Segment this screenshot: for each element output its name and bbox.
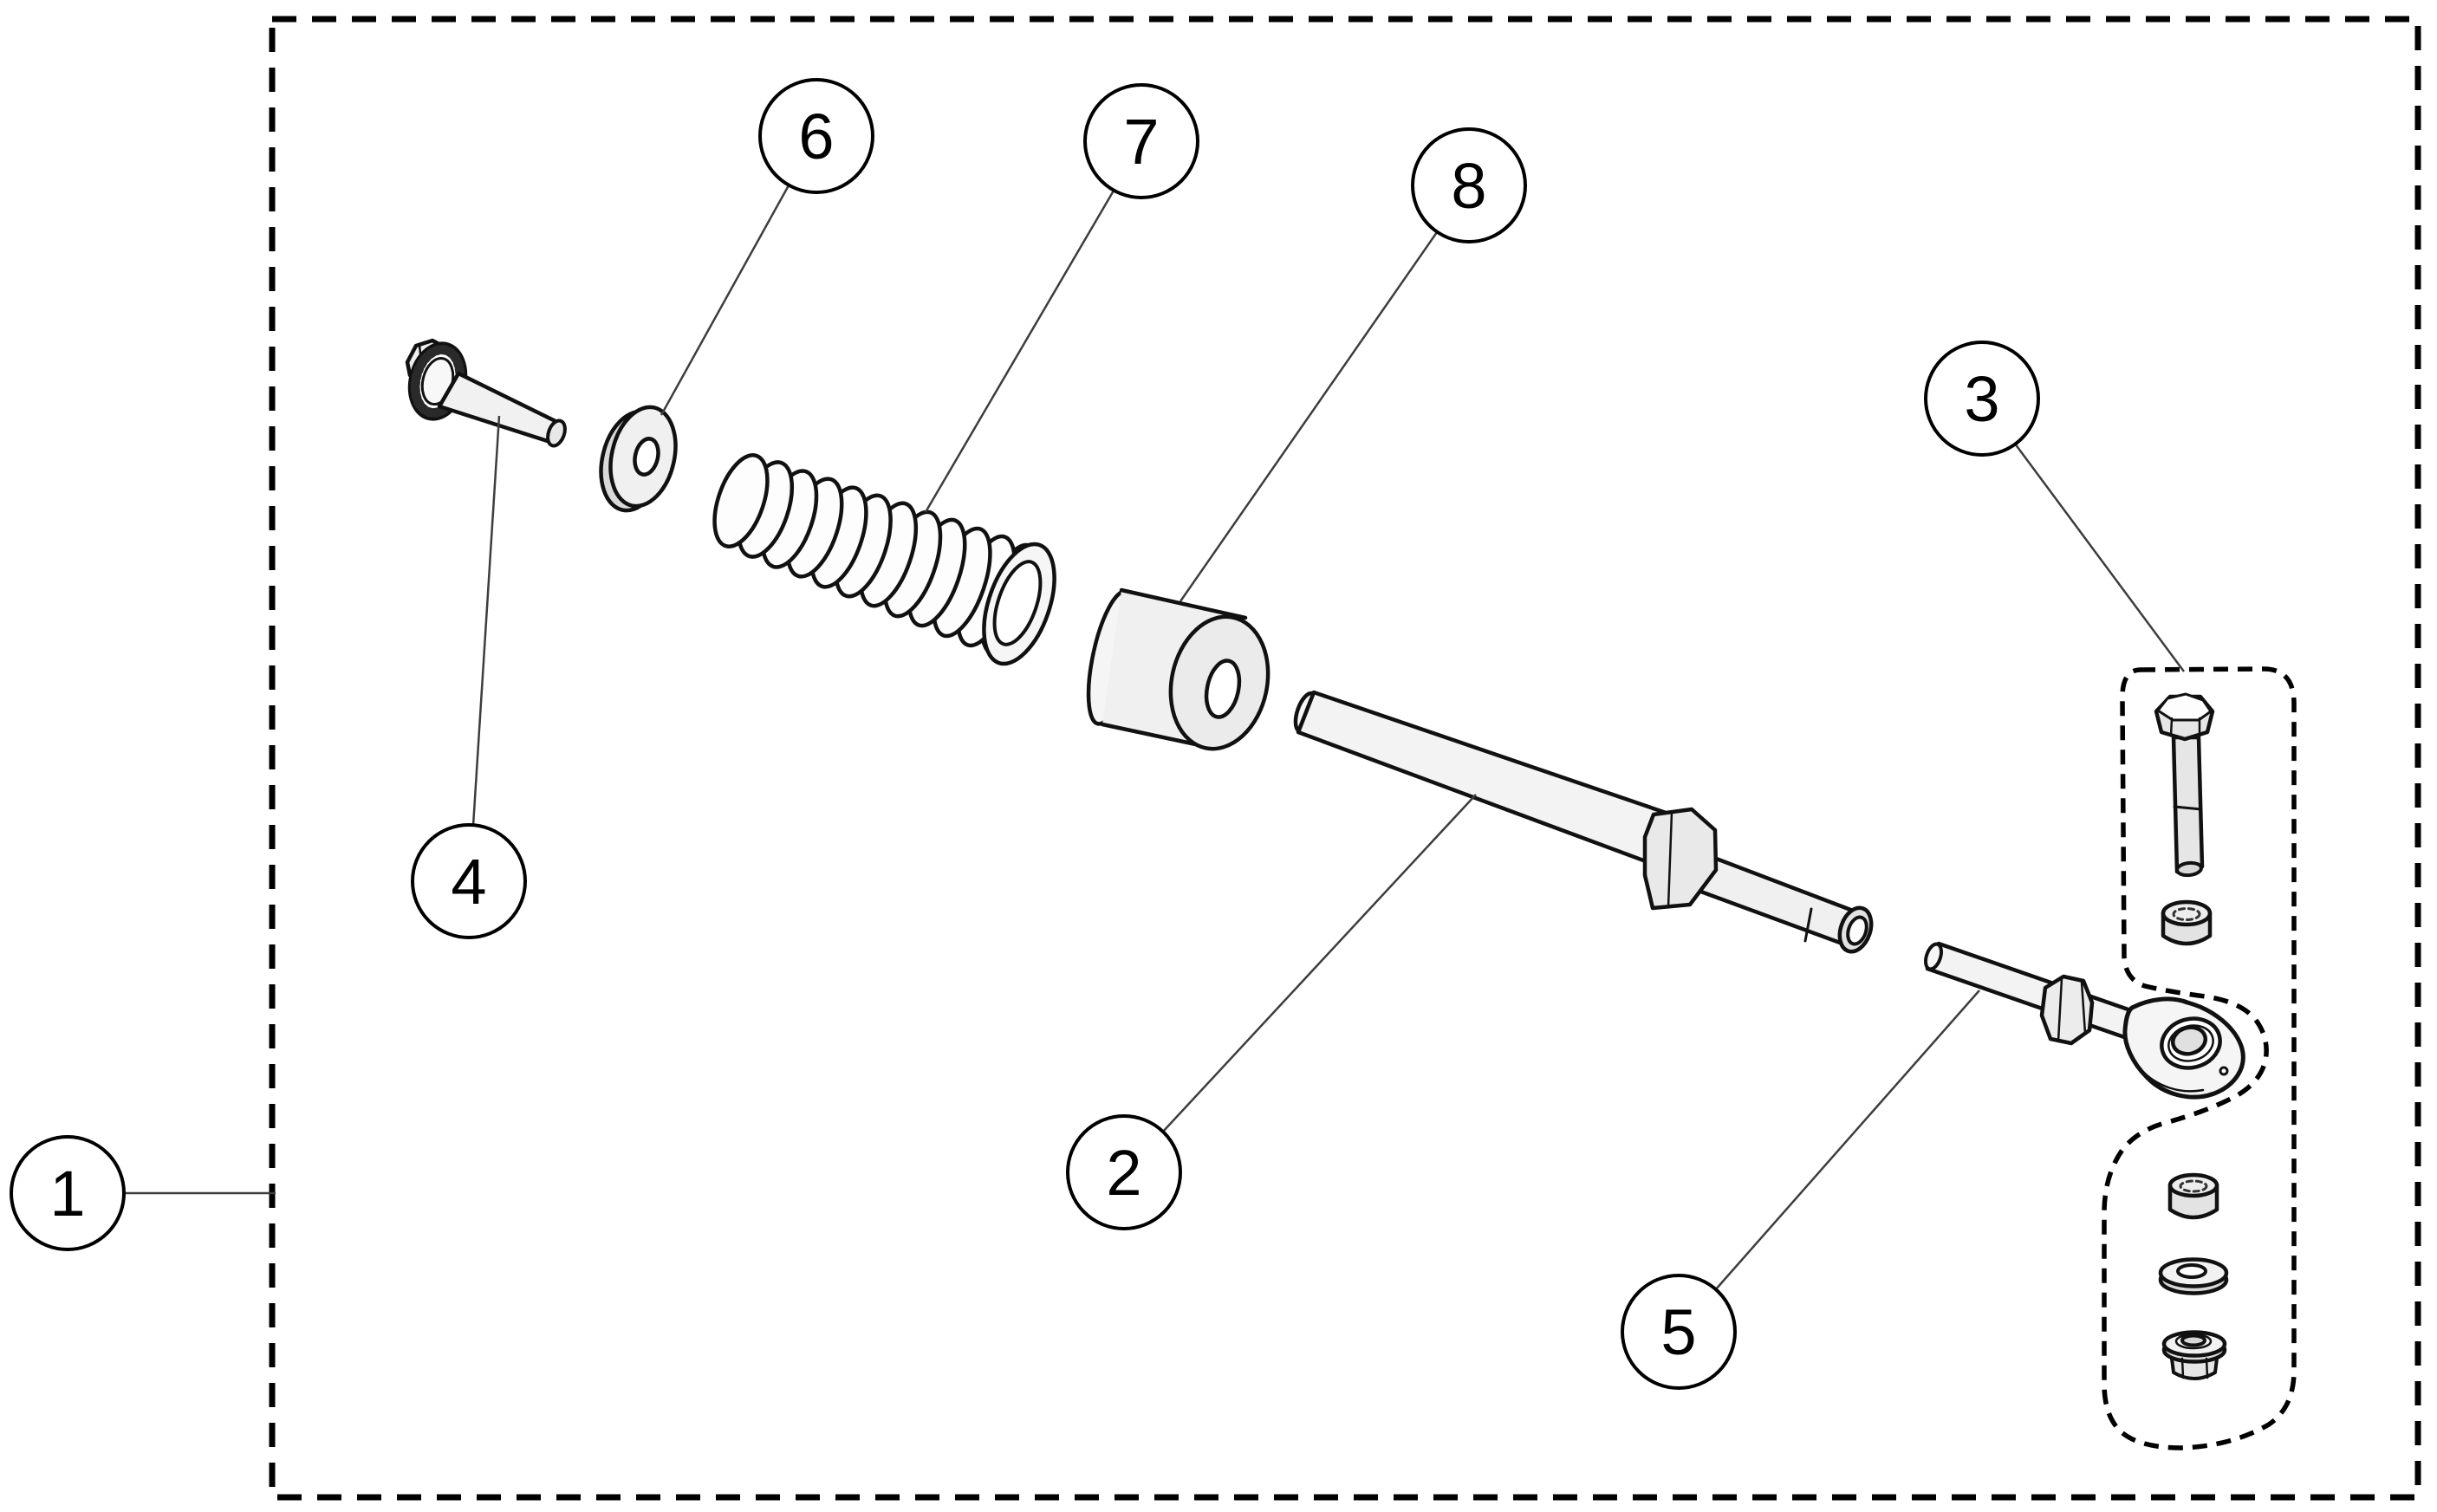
callout-6: 6 — [660, 78, 874, 416]
callout-number-2: 2 — [1106, 1137, 1141, 1209]
cone-top-edge — [1119, 587, 1248, 620]
rod-end-ball-hole — [2170, 1025, 2208, 1056]
hex-bolt-head-facet — [2169, 717, 2174, 737]
callout-number-5: 5 — [1660, 1296, 1696, 1368]
part-flat-washer — [599, 405, 678, 513]
spring-end-ring-inner — [992, 560, 1043, 646]
callout-7: 7 — [924, 83, 1199, 513]
callout-balloon-7 — [1083, 83, 1199, 199]
callout-number-6: 6 — [798, 101, 834, 172]
flange-nut-facet — [2180, 1357, 2185, 1379]
jam-nut-facet — [2057, 977, 2063, 1043]
leader-line-3 — [2013, 443, 2186, 672]
part-round-nut-upper — [2161, 899, 2213, 946]
callout-4: 4 — [411, 415, 527, 939]
callout-3: 3 — [1924, 341, 2186, 672]
part-cone-spacer — [1086, 587, 1270, 751]
spacer-hidden-bore — [2179, 1179, 2208, 1193]
fastener-group-outline — [2102, 666, 2297, 1450]
rod-end-rod — [1925, 941, 2143, 1042]
washer-hole — [633, 437, 660, 477]
part-serrated-flange-bolt — [405, 338, 567, 448]
callout-balloon-5 — [1621, 1274, 1737, 1390]
callout-5: 5 — [1621, 990, 1980, 1390]
part-shaft-tube — [1293, 690, 1874, 954]
flange-nut-facet — [2205, 1357, 2209, 1379]
callout-number-8: 8 — [1451, 150, 1486, 222]
callout-number-4: 4 — [451, 846, 486, 918]
leader-line-2 — [1161, 794, 1477, 1133]
hex-bolt-shank — [2171, 735, 2205, 874]
flange-bolt-shank-tip — [546, 419, 567, 448]
part-round-spacer-lower — [2167, 1172, 2219, 1220]
part-compression-spring — [712, 453, 1056, 666]
leader-line-4 — [471, 415, 501, 827]
part-flange-nut — [2161, 1330, 2227, 1380]
part-rod-end-link — [1923, 941, 2245, 1100]
callout-balloon-8 — [1411, 127, 1527, 243]
assembly-boundary-frame — [269, 16, 2421, 1501]
callout-balloon-1 — [10, 1135, 126, 1251]
shaft-hex-collar — [1642, 807, 1719, 911]
callout-1: 1 — [10, 1135, 276, 1251]
callout-balloon-3 — [1924, 341, 2040, 457]
callout-number-3: 3 — [1964, 363, 1999, 435]
flange-nut-hole — [2180, 1334, 2206, 1347]
spring-coil — [712, 453, 770, 548]
leader-line-7 — [924, 190, 1115, 513]
jam-nut-facet — [2080, 980, 2087, 1035]
spacer-top-face — [2167, 1172, 2219, 1198]
leader-line-6 — [660, 185, 790, 416]
shaft-collar-facet — [1667, 810, 1673, 909]
callout-balloon-2 — [1066, 1114, 1182, 1230]
leader-line-8 — [1179, 231, 1439, 602]
callout-2: 2 — [1066, 794, 1477, 1230]
leader-line-5 — [1714, 990, 1980, 1291]
rod-end-rod-cap — [1923, 942, 1944, 971]
rod-end-jam-nut — [2039, 974, 2095, 1046]
hex-bolt-tip — [2175, 860, 2203, 878]
hex-bolt-thread-line — [2173, 805, 2203, 811]
part-hex-bolt — [2154, 692, 2215, 878]
round-nut-top-face — [2161, 899, 2213, 927]
shaft-main-tube — [1296, 690, 1679, 869]
part-flat-washer-lower — [2158, 1257, 2229, 1295]
shaft-groove — [1803, 907, 1813, 943]
hex-bolt-head-top-face — [2156, 692, 2213, 722]
callout-balloon-4 — [411, 823, 527, 939]
callout-balloon-6 — [758, 78, 874, 194]
callout-8: 8 — [1179, 127, 1527, 602]
callout-number-7: 7 — [1123, 106, 1159, 178]
cone-hole — [1204, 659, 1242, 719]
eye-housing-shading — [2139, 1067, 2205, 1093]
cone-bottom-edge — [1100, 722, 1206, 749]
washer-lower-hole — [2176, 1263, 2207, 1279]
round-nut-hidden-bore — [2172, 907, 2201, 921]
rod-end-grease-hole — [2219, 1066, 2229, 1076]
callout-number-1: 1 — [49, 1158, 85, 1230]
shaft-end-bore-inner — [1846, 915, 1868, 946]
